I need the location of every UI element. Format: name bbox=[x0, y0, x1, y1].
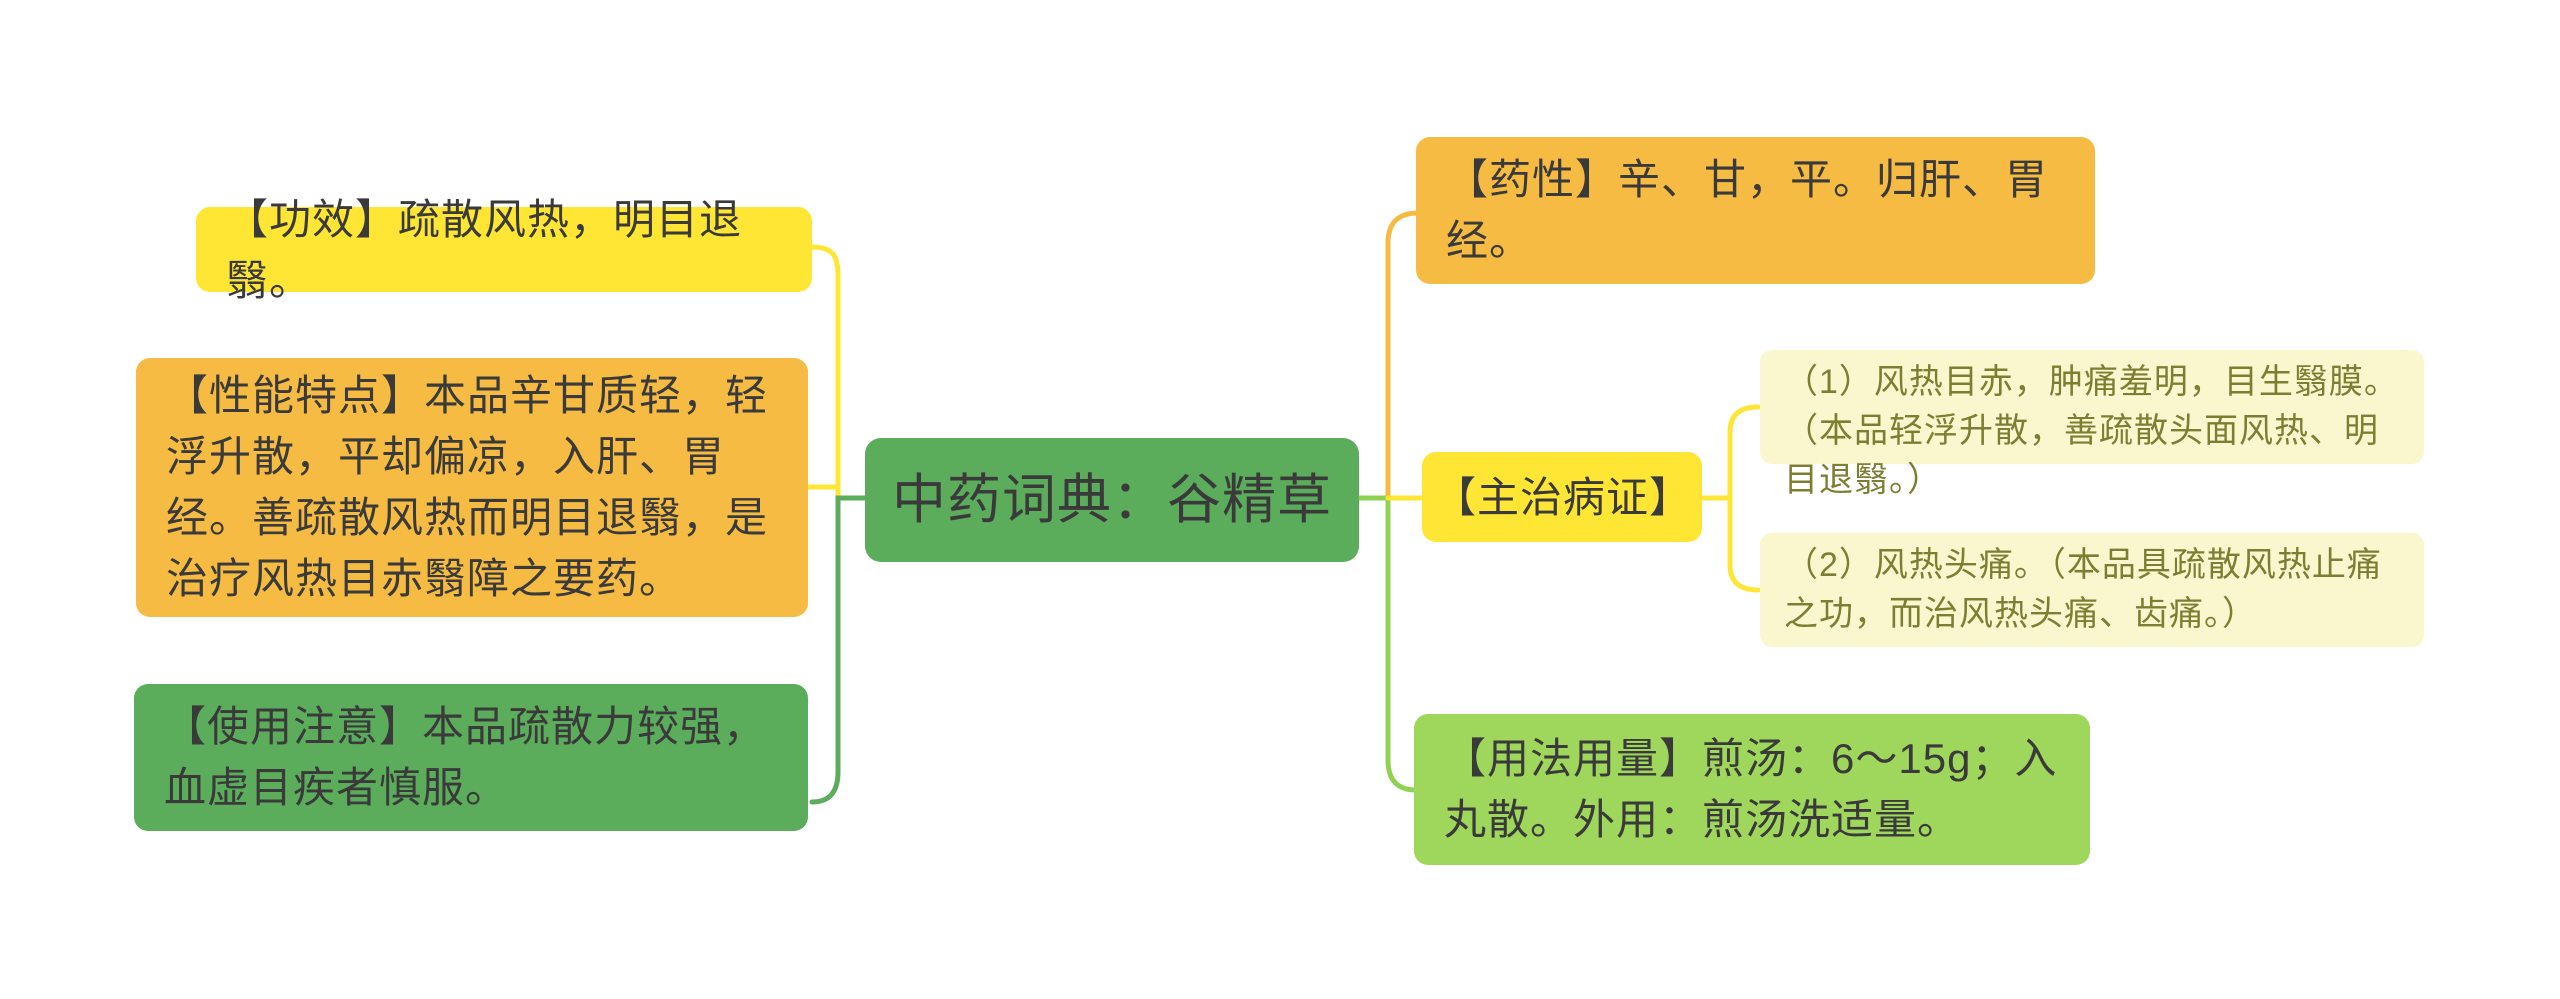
branch-node-xingneng-tedian[interactable]: 【性能特点】本品辛甘质轻，轻浮升散，平却偏凉，入肝、胃经。善疏散风热而明目退翳，… bbox=[136, 358, 808, 617]
branch-node-zhuzhi-bingzheng[interactable]: 【主治病证】 bbox=[1422, 452, 1702, 542]
branch-node-yaoxing[interactable]: 【药性】辛、甘，平。归肝、胃经。 bbox=[1416, 137, 2095, 284]
branch-node-gongxiao[interactable]: 【功效】疏散风热，明目退翳。 bbox=[196, 196, 812, 304]
connector-shiyong bbox=[809, 495, 868, 805]
branch-node-yongfa-yongliang[interactable]: 【用法用量】煎汤：6～15g；入丸散。外用：煎汤洗适量。 bbox=[1414, 714, 2090, 865]
connector-yongfa bbox=[1356, 495, 1419, 793]
root-topic-node[interactable]: 中药词典：谷精草 bbox=[865, 438, 1359, 562]
child-node-zhuzhi-item2[interactable]: （2）风热头痛。（本品具疏散风热止痛之功，而治风热头痛、齿痛。） bbox=[1760, 533, 2424, 647]
connector-zhuzhi-children bbox=[1699, 404, 1761, 593]
child-node-zhuzhi-item1[interactable]: （1）风热目赤，肿痛羞明，目生翳膜。（本品轻浮升散，善疏散头面风热、明目退翳。） bbox=[1760, 350, 2424, 499]
connector-gongxiao bbox=[809, 244, 841, 501]
connector-yaoxing bbox=[1385, 210, 1421, 501]
branch-node-shiyong-zhuyi[interactable]: 【使用注意】本品疏散力较强，血虚目疾者慎服。 bbox=[134, 684, 808, 831]
